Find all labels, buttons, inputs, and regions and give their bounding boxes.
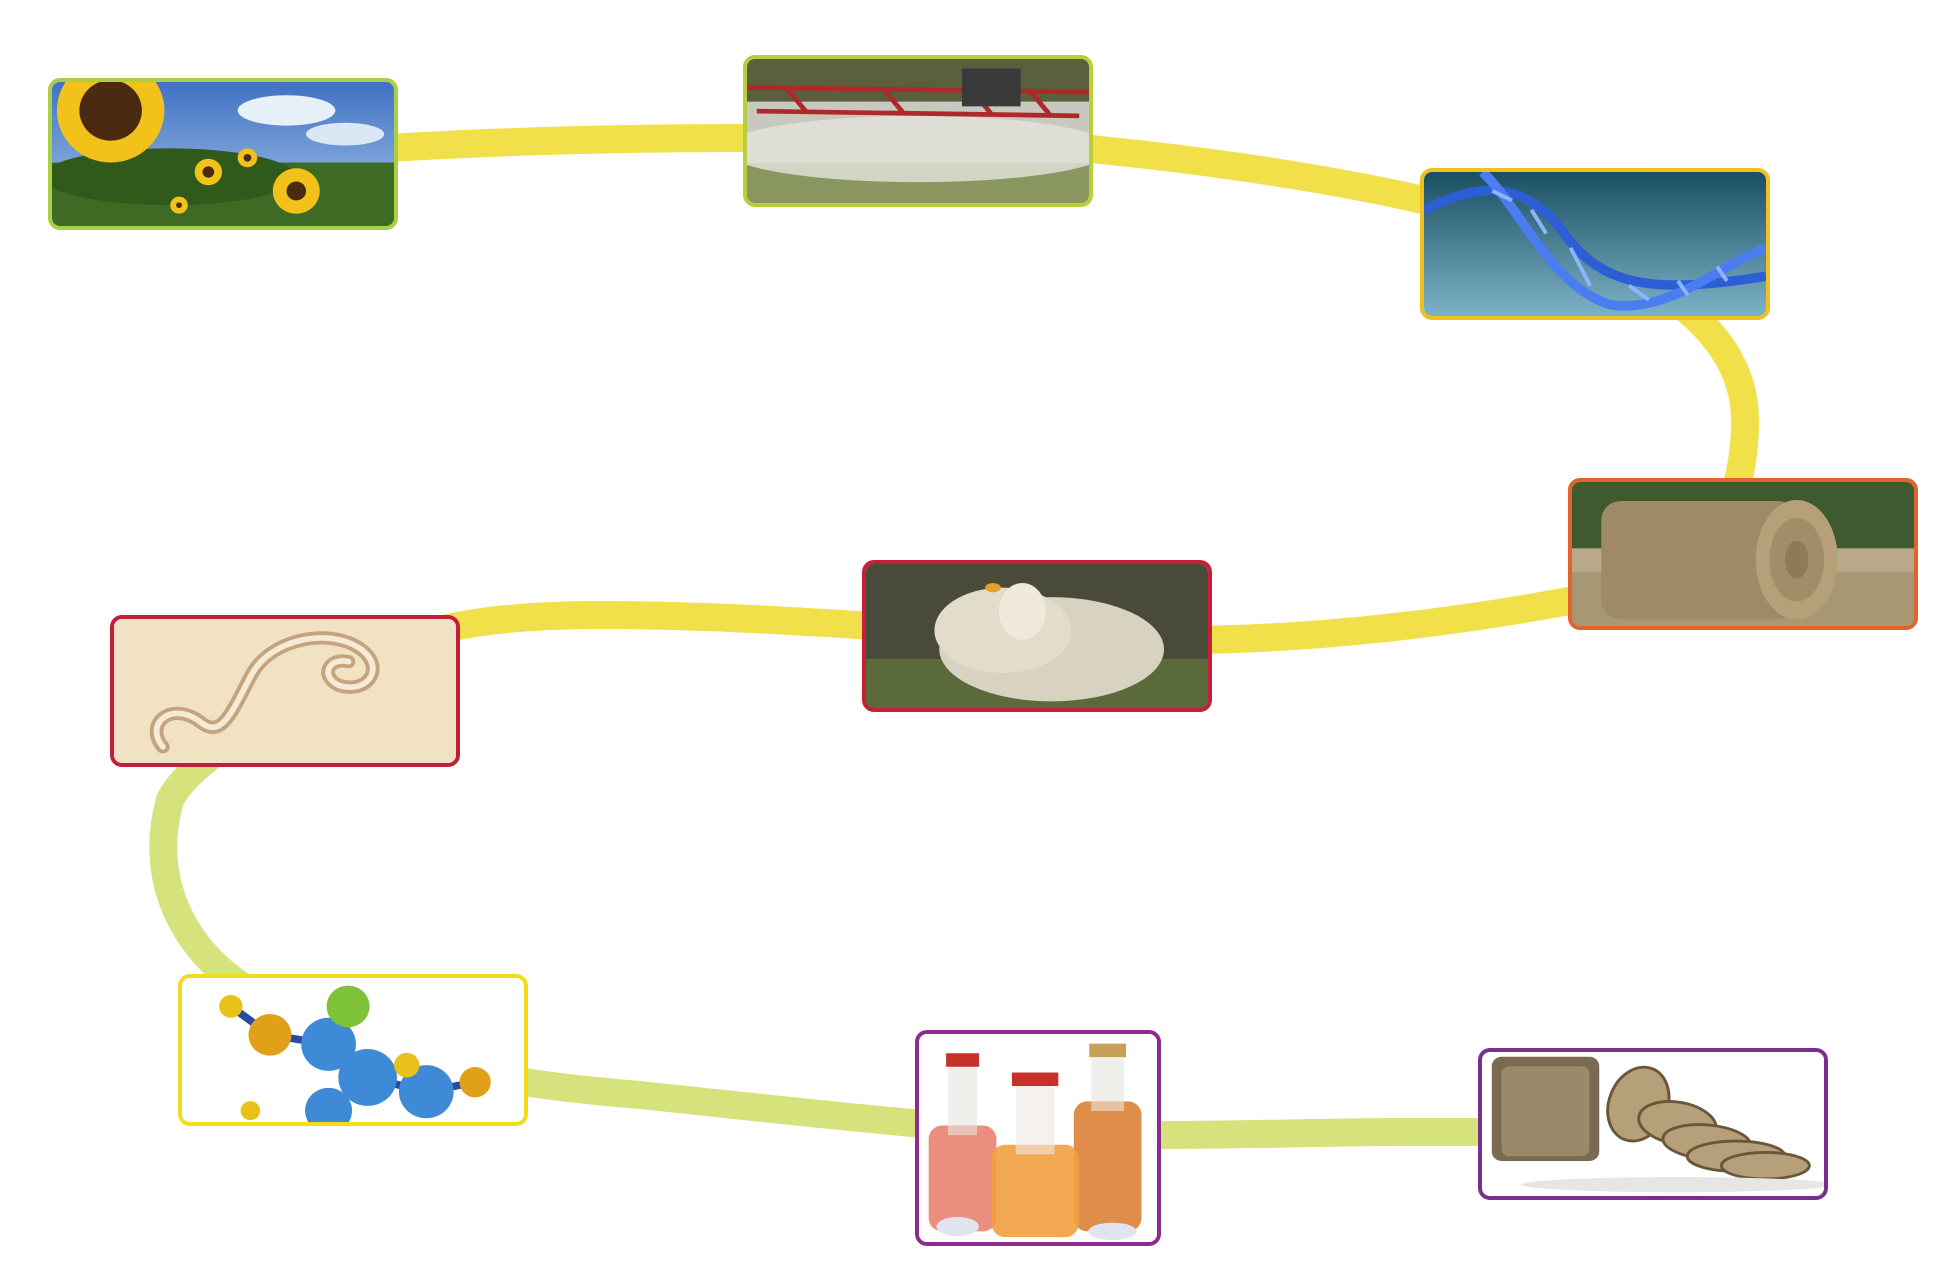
dna-helix-image bbox=[1424, 172, 1766, 316]
crop-sprayer-photo bbox=[747, 59, 1089, 203]
node-nematode bbox=[110, 615, 460, 767]
node-dna bbox=[1420, 168, 1770, 320]
sheep-photo bbox=[866, 564, 1208, 708]
node-bread bbox=[1478, 1048, 1828, 1200]
juice-bottles-photo bbox=[919, 1034, 1157, 1242]
node-molecule bbox=[178, 974, 528, 1126]
molecule-model-image bbox=[182, 978, 524, 1122]
nematode-micrograph bbox=[114, 619, 456, 763]
node-sprayer bbox=[743, 55, 1093, 207]
hay-bale-photo bbox=[1572, 482, 1914, 626]
node-sunflower bbox=[48, 78, 398, 230]
node-hay bbox=[1568, 478, 1918, 630]
sliced-bread-photo bbox=[1482, 1052, 1824, 1196]
sunflower-field-photo bbox=[52, 82, 394, 226]
path-segment-lower bbox=[149, 616, 1614, 1150]
node-sheep bbox=[862, 560, 1212, 712]
node-bottles bbox=[915, 1030, 1161, 1246]
